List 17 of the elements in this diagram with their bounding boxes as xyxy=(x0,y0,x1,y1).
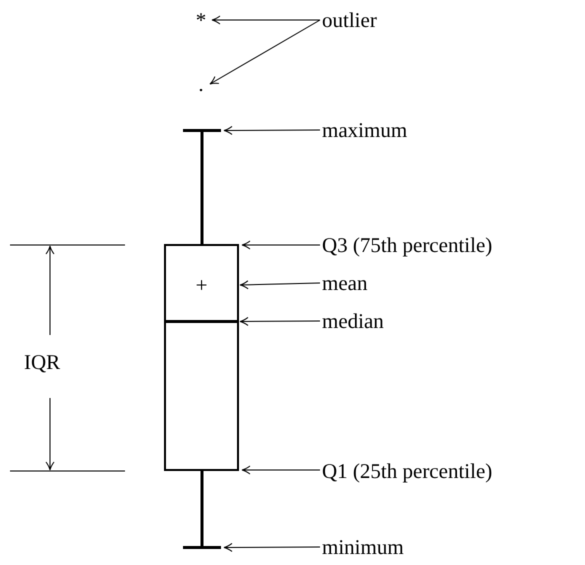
outlier-marker: * xyxy=(193,8,209,32)
dimension-label: IQR xyxy=(24,350,60,374)
whisker-cap xyxy=(183,546,221,549)
whisker-cap xyxy=(183,129,221,132)
callout-label: outlier xyxy=(322,8,402,32)
whisker-line xyxy=(200,471,204,546)
mean-marker: + xyxy=(166,273,237,297)
callout-label: minimum xyxy=(322,535,442,559)
callout-label: mean xyxy=(322,271,402,295)
callout-label: Q3 (75th percentile) xyxy=(322,233,582,257)
callout-label: maximum xyxy=(322,118,452,142)
callout-label: median xyxy=(322,309,412,333)
whisker-line xyxy=(200,132,204,244)
median-line xyxy=(166,320,237,323)
callout-label: Q1 (25th percentile) xyxy=(322,459,582,483)
outlier-marker: . xyxy=(195,72,207,96)
quartile-box xyxy=(164,244,239,471)
